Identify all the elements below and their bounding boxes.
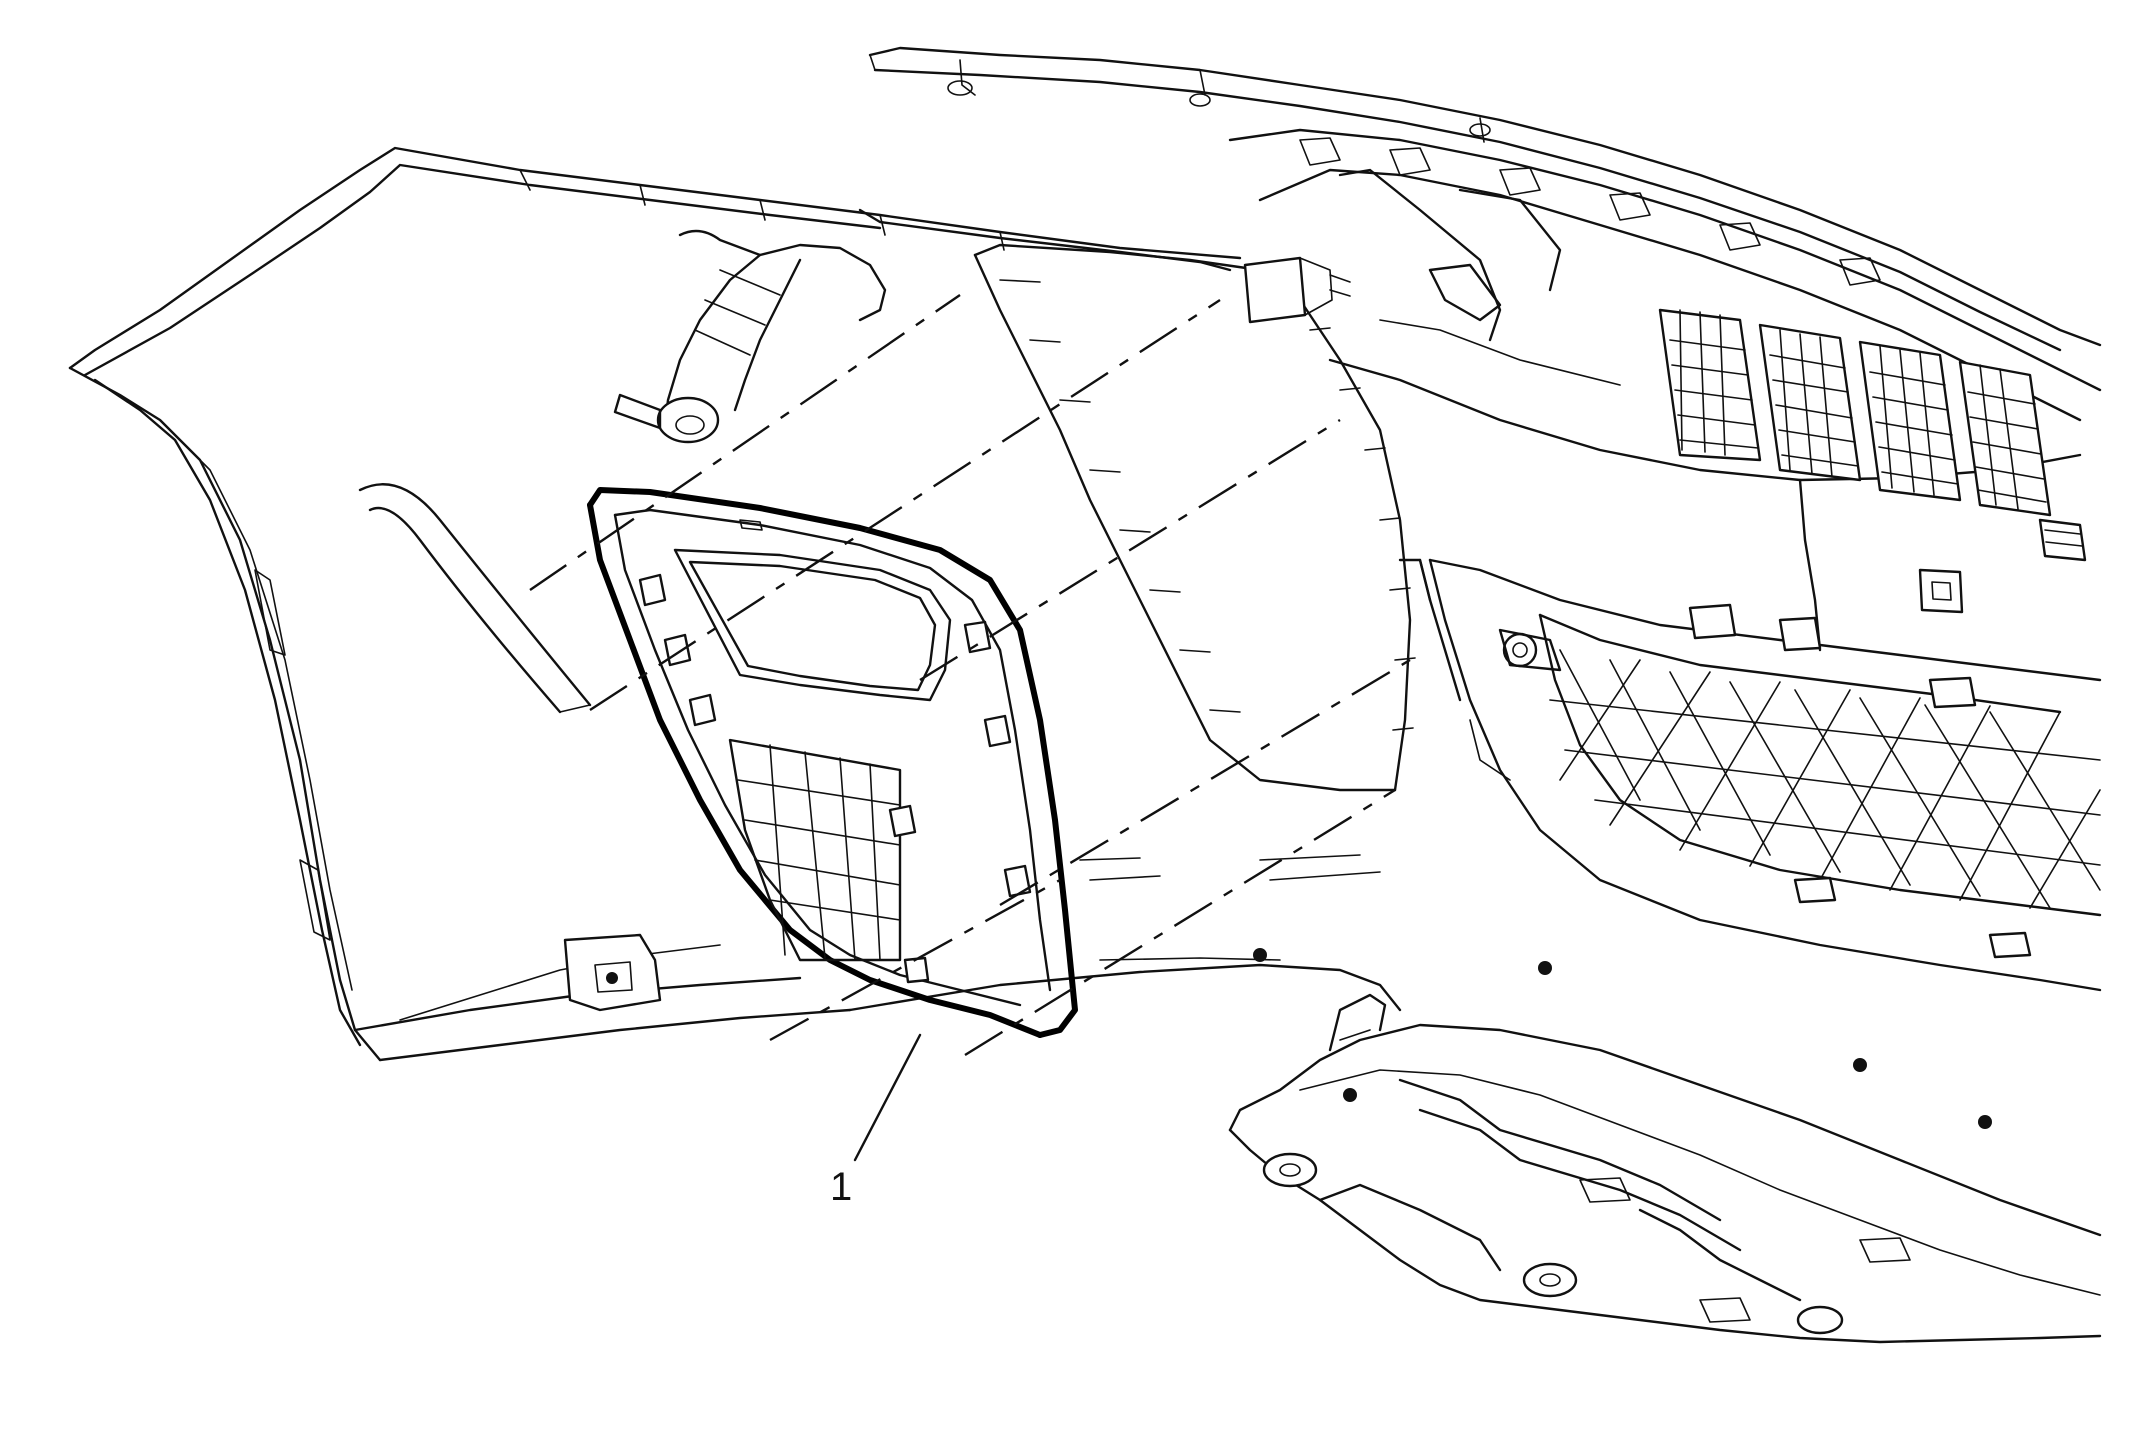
lower-air-deflector bbox=[1228, 993, 2102, 1344]
front-bumper-fascia bbox=[68, 146, 1992, 1129]
washer-nozzle bbox=[613, 229, 887, 444]
callout-1: 1 bbox=[830, 1033, 922, 1209]
alignment-lines bbox=[529, 294, 1411, 1057]
callout-1-label: 1 bbox=[830, 1165, 852, 1209]
lower-grille bbox=[1398, 558, 2102, 992]
upper-grille-vents bbox=[1658, 308, 2087, 614]
fog-lamp-bezel-part-1 bbox=[587, 487, 1078, 1038]
callout-1-leader bbox=[853, 1033, 922, 1162]
fog-lamp-housing-bracket bbox=[973, 243, 1416, 792]
upper-fascia-support bbox=[868, 46, 2102, 652]
